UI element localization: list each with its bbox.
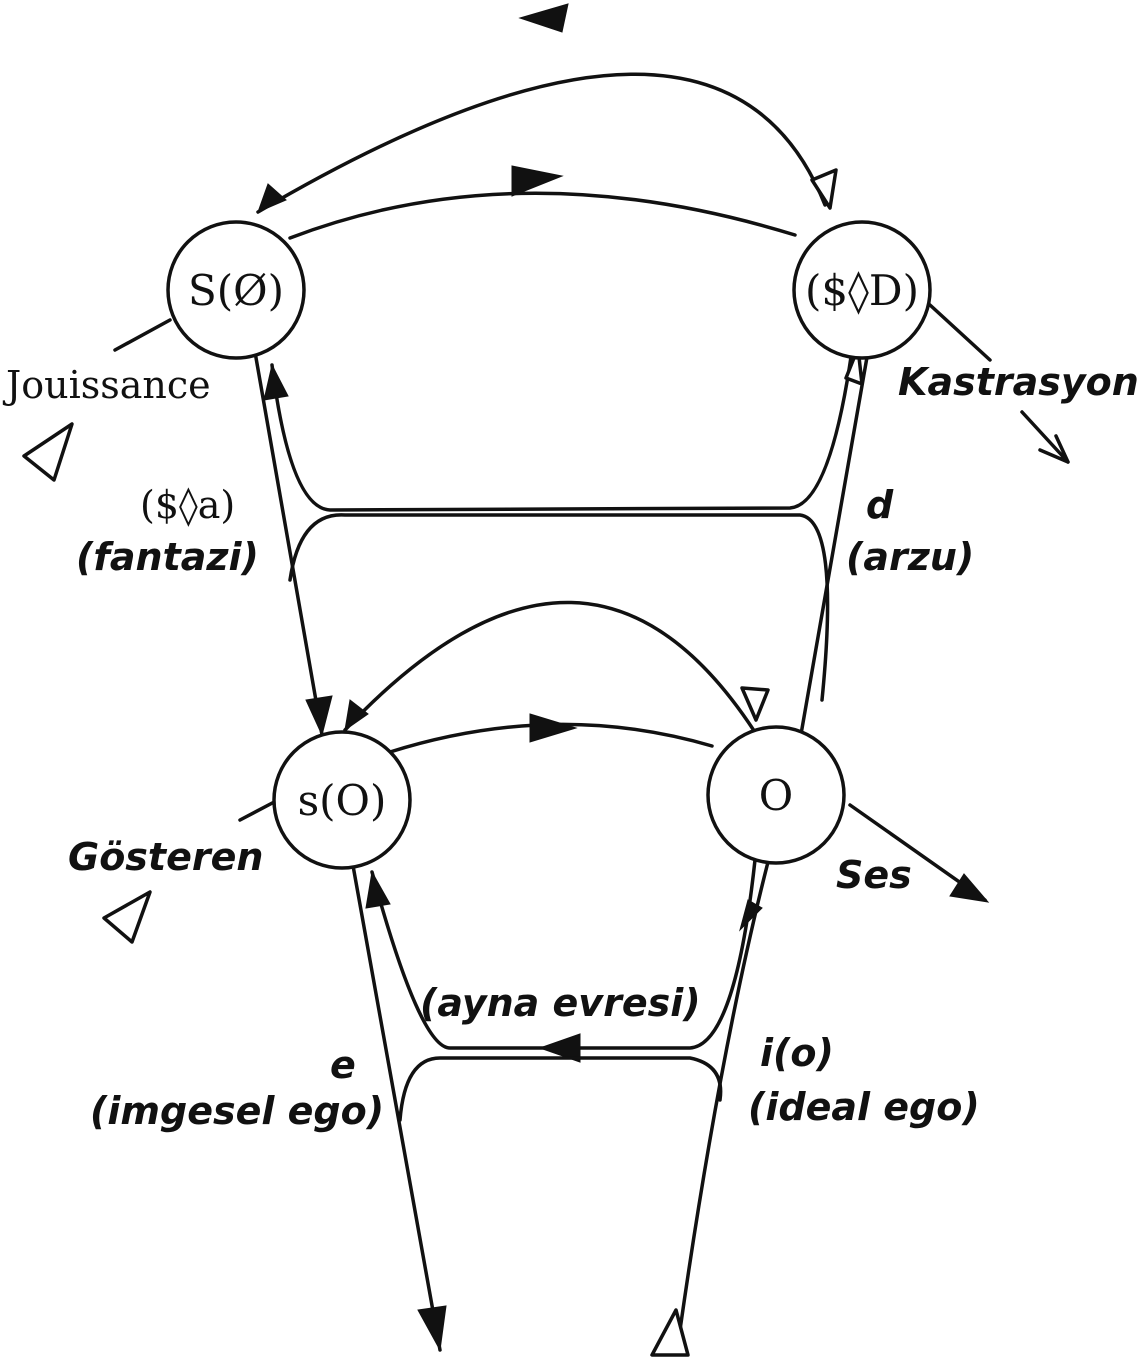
kastrasyon-label: Kastrasyon xyxy=(898,360,1139,404)
lower-outer-arc xyxy=(343,600,762,742)
node-drive-label: ($◊D) xyxy=(805,266,919,315)
jouissance-label: Jouissance xyxy=(2,363,211,407)
fantasy-formula-label: ($◊a) xyxy=(140,483,235,527)
signifier-triangle xyxy=(102,890,152,944)
signifier-label: Gösteren xyxy=(68,835,263,879)
left-main-vector xyxy=(253,350,324,737)
ideal-ego-label: (ideal ego) xyxy=(748,1085,980,1129)
upper-inner-arc-arrowhead xyxy=(511,165,564,197)
mirror-stage-left-arrowhead xyxy=(365,870,391,909)
lower-right-vector xyxy=(678,860,770,1332)
lower-crossing-curve xyxy=(398,1056,723,1122)
upper-outer-arc xyxy=(256,72,827,214)
jouissance-vector xyxy=(113,318,172,352)
upper-inner-arc xyxy=(288,191,797,240)
node-o: O xyxy=(706,725,846,865)
node-s-a-barred: S(Ø) xyxy=(166,220,306,360)
voice-label: Ses xyxy=(836,853,912,897)
lower-inner-arc-arrowhead xyxy=(529,713,578,743)
node-s-o: s(O) xyxy=(272,730,412,870)
voice-arrowhead xyxy=(949,873,990,903)
mirror-stage-label: (ayna evresi) xyxy=(420,981,701,1025)
signifier-vector xyxy=(238,798,280,822)
fantasy-label: (fantazi) xyxy=(76,535,259,579)
desire-label: (arzu) xyxy=(846,535,974,579)
lower-left-vector-arrowhead xyxy=(417,1305,447,1352)
fantasy-desire-curve xyxy=(288,513,830,702)
node-s-o-label: s(O) xyxy=(298,776,387,825)
ego-formula-label: e xyxy=(330,1043,356,1087)
ideal-ego-formula-label: i(o) xyxy=(760,1031,834,1075)
upper-outer-arc-start-triangle xyxy=(810,168,838,210)
kastrasyon-arrow xyxy=(1020,410,1070,464)
node-drive: ($◊D) xyxy=(792,220,932,360)
lower-outer-arc-endhead xyxy=(344,699,369,732)
desire-formula-label: d xyxy=(866,483,894,527)
node-o-label: O xyxy=(759,771,793,820)
upper-outer-arc-arrowhead xyxy=(518,3,569,33)
left-main-vector-arrowhead xyxy=(305,695,333,737)
node-s-a-barred-label: S(Ø) xyxy=(188,266,284,315)
mirror-stage-middle-arrowhead xyxy=(538,1033,581,1063)
upper-outer-arc-endhead xyxy=(257,183,287,213)
lower-left-vector xyxy=(350,858,442,1352)
lower-outer-arc-start-triangle xyxy=(740,686,770,722)
jouissance-triangle xyxy=(22,422,74,482)
kastrasyon-vector xyxy=(928,303,992,362)
left-return-arrowhead xyxy=(263,363,289,401)
lower-right-triangle xyxy=(650,1308,690,1357)
imaginary-ego-label: (imgesel ego) xyxy=(90,1089,384,1133)
left-return-line xyxy=(270,348,854,512)
right-main-vector xyxy=(798,338,872,742)
